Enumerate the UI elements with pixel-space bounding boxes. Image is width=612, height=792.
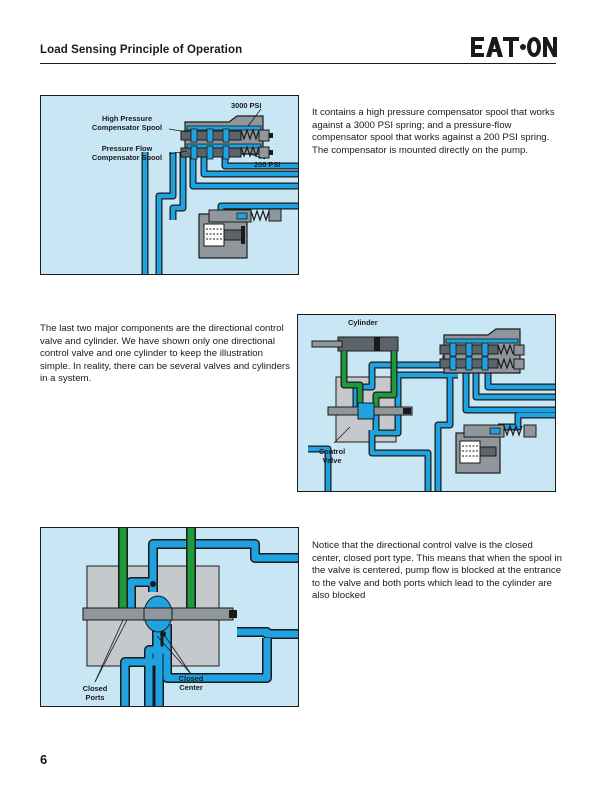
label-control-valve-2: Valve [323, 456, 342, 465]
label-closed-ports-2: Ports [86, 693, 105, 702]
label-high-pressure-1: High Pressure [102, 114, 152, 123]
label-closed-ports-1: Closed [83, 684, 108, 693]
header-rule [40, 63, 556, 64]
paragraph-compensator: It contains a high pressure compensator … [312, 107, 555, 156]
figure-closed-center-panel: Closed Ports Closed Center [40, 527, 299, 707]
system-diagram: Cylinder Control Valve [308, 318, 555, 491]
directional-valve [82, 581, 237, 637]
directional-valve [327, 402, 413, 420]
pump-assembly [455, 424, 537, 474]
label-cylinder: Cylinder [348, 318, 378, 327]
eaton-logo [471, 37, 557, 57]
pump-assembly [198, 208, 282, 259]
paragraph-directional-valve: The last two major components are the di… [40, 323, 290, 385]
figure-compensator-panel: 3000 PSI 200 PSI High Pressure Compensat… [40, 95, 299, 275]
high-pressure-spool [180, 128, 273, 143]
closed-center-diagram: Closed Ports Closed Center [82, 528, 298, 706]
compensator-diagram: 3000 PSI 200 PSI High Pressure Compensat… [92, 101, 298, 274]
label-closed-center-2: Center [179, 683, 203, 692]
page-header-title: Load Sensing Principle of Operation [40, 44, 243, 56]
label-3000-psi: 3000 PSI [231, 101, 261, 110]
cylinder [311, 336, 399, 352]
label-200-psi: 200 PSI [254, 160, 280, 169]
paragraph-closed-center: Notice that the directional control valv… [312, 540, 562, 602]
label-high-pressure-2: Compensator Spool [92, 123, 162, 132]
label-pressure-flow-1: Pressure Flow [102, 144, 153, 153]
figure-system-panel: Cylinder Control Valve [297, 314, 556, 492]
page-number: 6 [40, 752, 48, 767]
label-closed-center-1: Closed [179, 674, 204, 683]
label-pressure-flow-2: Compensator Spool [92, 153, 162, 162]
label-control-valve-1: Control [319, 447, 345, 456]
